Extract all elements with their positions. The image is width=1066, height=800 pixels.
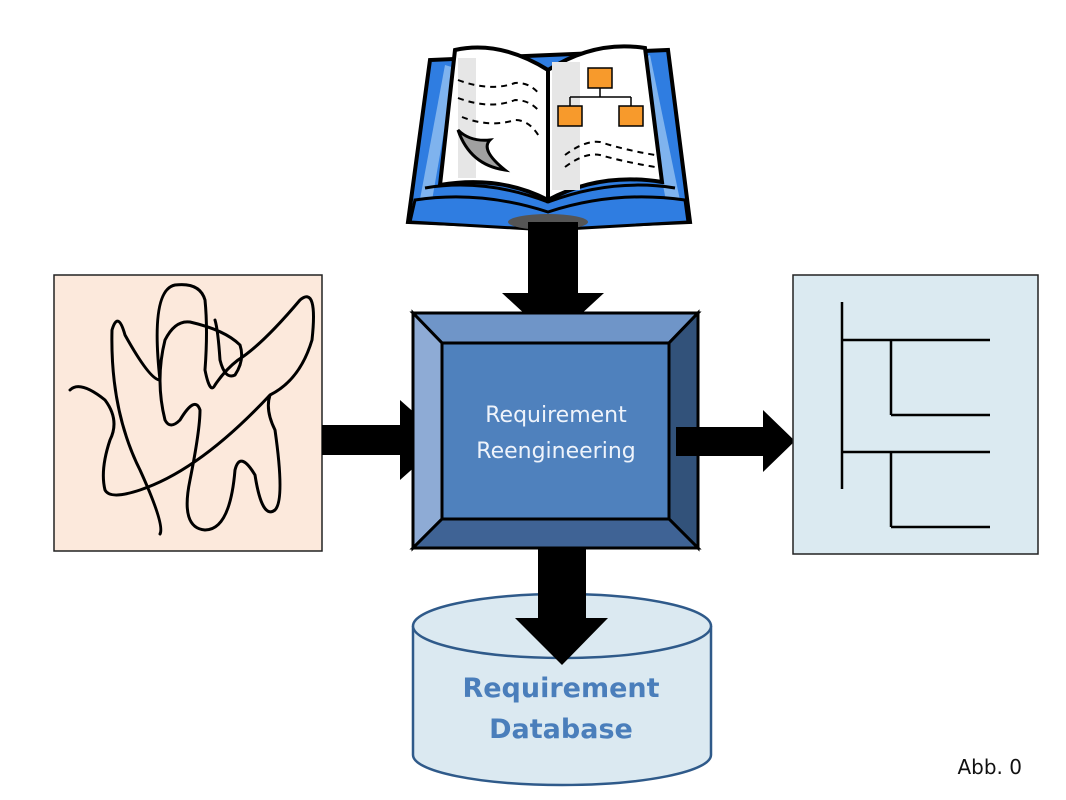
arrow-right-out-of-center — [676, 410, 795, 472]
open-book-icon — [405, 44, 693, 232]
org-chart-icon — [557, 67, 644, 127]
requirement-reengineering-block: Requirement Reengineering — [409, 309, 702, 552]
center-block-title-line2: Reengineering — [476, 439, 635, 464]
database-title-line1: Requirement — [462, 673, 659, 704]
database-title-line2: Database — [489, 714, 633, 745]
center-block-title-line1: Requirement — [485, 403, 627, 428]
tree-structure-icon — [840, 302, 990, 529]
tangled-scribble-icon — [68, 283, 315, 536]
arrow-down-into-database — [515, 548, 608, 665]
figure-label: Abb. 0 — [957, 755, 1022, 779]
requirement-database-cylinder: Requirement Database — [411, 592, 713, 787]
arrow-down-from-book — [502, 222, 604, 340]
unstructured-requirements-box — [53, 274, 323, 552]
structured-requirements-box — [792, 274, 1039, 555]
